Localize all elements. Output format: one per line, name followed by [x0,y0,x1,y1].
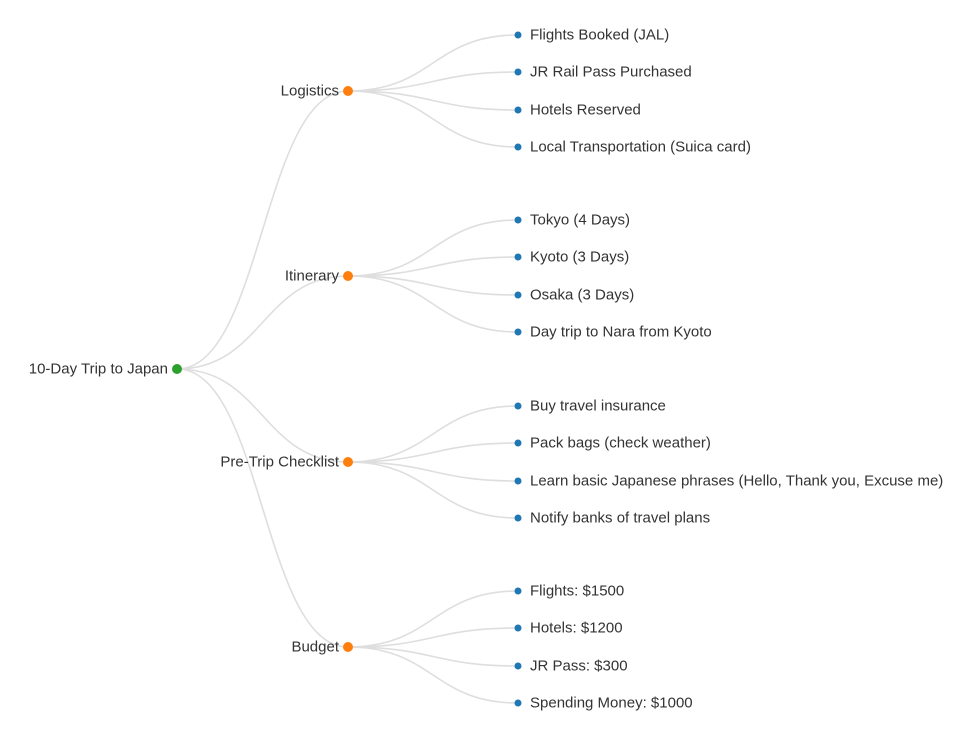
branch-node-label: Budget [291,638,339,656]
leaf-node-label: Osaka (3 Days) [530,286,635,304]
mindmap-link [347,256,519,277]
mindmap-link [347,90,519,111]
mindmap-link [347,275,519,296]
branch-node-dot[interactable] [343,642,353,652]
leaf-node-dot[interactable] [514,31,522,39]
leaf-node-dot[interactable] [514,68,522,76]
leaf-node-dot[interactable] [514,477,522,485]
leaf-node-label: Pack bags (check weather) [530,434,711,452]
leaf-node-label: Learn basic Japanese phrases (Hello, Tha… [530,472,944,490]
leaf-node-label: Flights Booked (JAL) [530,26,670,44]
mindmap-link [347,590,519,648]
leaf-node-dot[interactable] [514,699,522,707]
leaf-node-label: Tokyo (4 Days) [530,211,631,229]
mindmap-link [176,90,349,370]
branch-node-dot[interactable] [343,271,353,281]
mindmap-link [176,368,349,648]
leaf-node-dot[interactable] [514,328,522,336]
branch-node-label: Itinerary [284,267,339,285]
mindmap-link [176,275,349,370]
mindmap-link [347,219,519,277]
leaf-node-dot[interactable] [514,402,522,410]
branch-node-label: Logistics [280,82,339,100]
leaf-node-label: Local Transportation (Suica card) [530,138,751,156]
leaf-node-label: Notify banks of travel plans [530,509,711,527]
leaf-node-dot[interactable] [514,216,522,224]
mindmap-link [347,34,519,92]
mindmap-link [347,627,519,648]
leaf-node-dot[interactable] [514,514,522,522]
mindmap-link [347,405,519,463]
mindmap-link [347,90,519,148]
mindmap-link [176,368,349,463]
mindmap-link [347,646,519,704]
leaf-node-label: Kyoto (3 Days) [530,248,630,266]
mindmap-link [347,461,519,482]
leaf-node-dot[interactable] [514,662,522,670]
leaf-node-label: Hotels Reserved [530,101,641,119]
leaf-node-label: Buy travel insurance [530,397,666,415]
leaf-node-dot[interactable] [514,624,522,632]
leaf-node-label: JR Pass: $300 [530,657,628,675]
leaf-node-dot[interactable] [514,291,522,299]
mindmap-link [347,442,519,463]
branch-node-label: Pre-Trip Checklist [220,453,339,471]
leaf-node-label: JR Rail Pass Purchased [530,63,692,81]
mindmap-link [347,275,519,333]
leaf-node-label: Flights: $1500 [530,582,625,600]
mindmap-link [347,646,519,667]
leaf-node-label: Hotels: $1200 [530,619,623,637]
leaf-node-dot[interactable] [514,106,522,114]
leaf-node-label: Spending Money: $1000 [530,694,693,712]
leaf-node-dot[interactable] [514,587,522,595]
branch-node-dot[interactable] [343,86,353,96]
leaf-node-label: Day trip to Nara from Kyoto [530,323,712,341]
leaf-node-dot[interactable] [514,143,522,151]
leaf-node-dot[interactable] [514,253,522,261]
branch-node-dot[interactable] [343,457,353,467]
root-node-dot[interactable] [172,364,182,374]
leaf-node-dot[interactable] [514,439,522,447]
mindmap-link [347,71,519,92]
mindmap-link [347,461,519,519]
root-node-label: 10-Day Trip to Japan [28,360,168,378]
